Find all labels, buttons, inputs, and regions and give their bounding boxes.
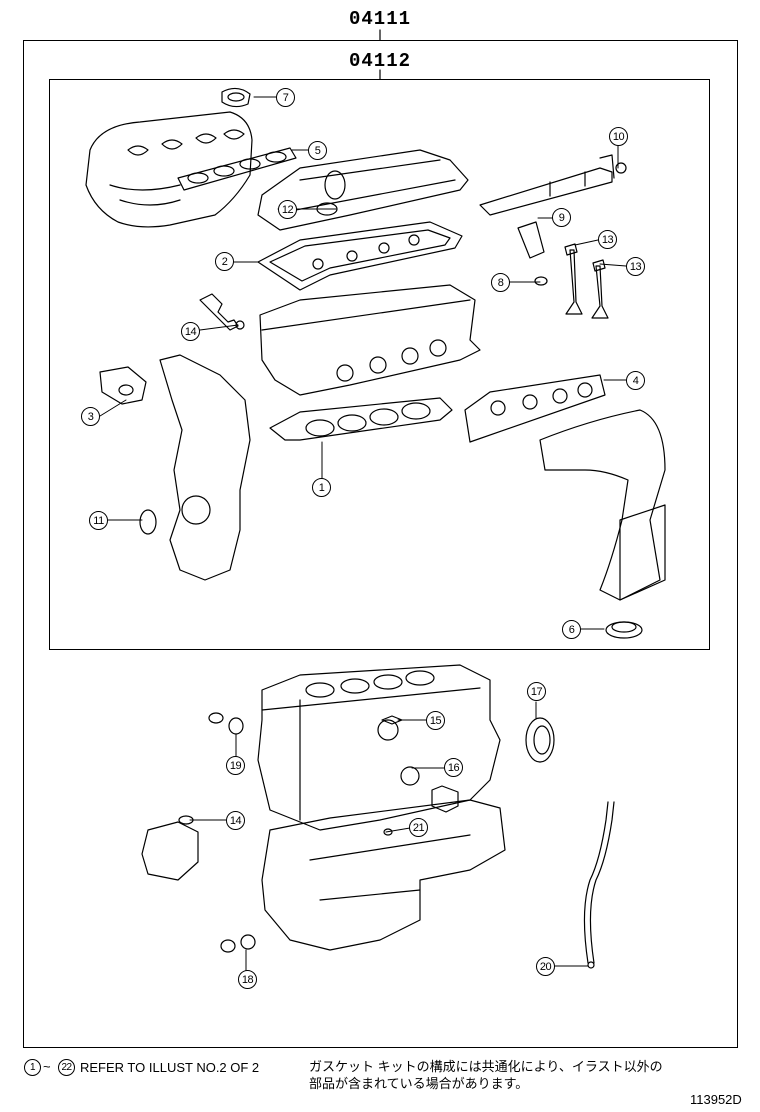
callout-22: 21 xyxy=(409,818,428,837)
footer-range-sep: ~ xyxy=(43,1059,51,1074)
cylinder-head-gasket xyxy=(269,397,453,441)
callout-4: 4 xyxy=(626,371,645,390)
callout-11: 11 xyxy=(89,511,108,530)
cylinder-block xyxy=(257,664,501,831)
callout-12: 12 xyxy=(278,200,297,219)
callout-1: 1 xyxy=(312,478,331,497)
callout-9: 9 xyxy=(552,208,571,227)
callout-2: 2 xyxy=(215,252,234,271)
outer-kit-frame xyxy=(23,40,738,1048)
dipstick xyxy=(583,801,609,964)
kit-code-04112: 04112 xyxy=(349,50,412,72)
intake-manifold xyxy=(85,111,253,228)
kit-code-04111: 04111 xyxy=(349,8,412,30)
footer-note-line1: ガスケット キットの構成には共通化により、イラスト以外の xyxy=(309,1059,663,1074)
callout-10: 10 xyxy=(609,127,628,146)
callout-18: 17 xyxy=(527,682,546,701)
footer-note-line2: 部品が含まれている場合があります。 xyxy=(309,1076,529,1091)
callout-20: 19 xyxy=(226,756,245,775)
oil-pump xyxy=(141,821,199,881)
callout-13b: 13 xyxy=(626,257,645,276)
timing-cover xyxy=(159,354,251,581)
intake-gasket xyxy=(177,147,297,191)
callout-17: 16 xyxy=(444,758,463,777)
cylinder-head xyxy=(259,284,481,396)
callout-3: 3 xyxy=(81,407,100,426)
oil-pan xyxy=(261,799,506,951)
footer-range-start: 1 xyxy=(24,1059,41,1076)
callout-14: 14 xyxy=(181,322,200,341)
inner-kit-frame xyxy=(49,79,710,650)
callout-7: 7 xyxy=(276,88,295,107)
cylinder-head-cover xyxy=(257,149,469,231)
head-cover-gasket xyxy=(257,221,463,291)
callout-19: 18 xyxy=(238,970,257,989)
callout-16: 15 xyxy=(426,711,445,730)
drawing-number: 113952D xyxy=(690,1092,742,1107)
footer-refer-text: REFER TO ILLUST NO.2 OF 2 xyxy=(80,1060,260,1075)
callout-8: 8 xyxy=(491,273,510,292)
callout-5: 5 xyxy=(308,141,327,160)
fuel-rail xyxy=(479,167,613,216)
callout-15: 14 xyxy=(226,811,245,830)
exhaust-gasket xyxy=(464,374,606,443)
callout-13a: 13 xyxy=(598,230,617,249)
exhaust-manifold xyxy=(539,409,666,601)
callout-21: 20 xyxy=(536,957,555,976)
callout-6: 6 xyxy=(562,620,581,639)
footer-range-end: 22 xyxy=(58,1059,75,1076)
